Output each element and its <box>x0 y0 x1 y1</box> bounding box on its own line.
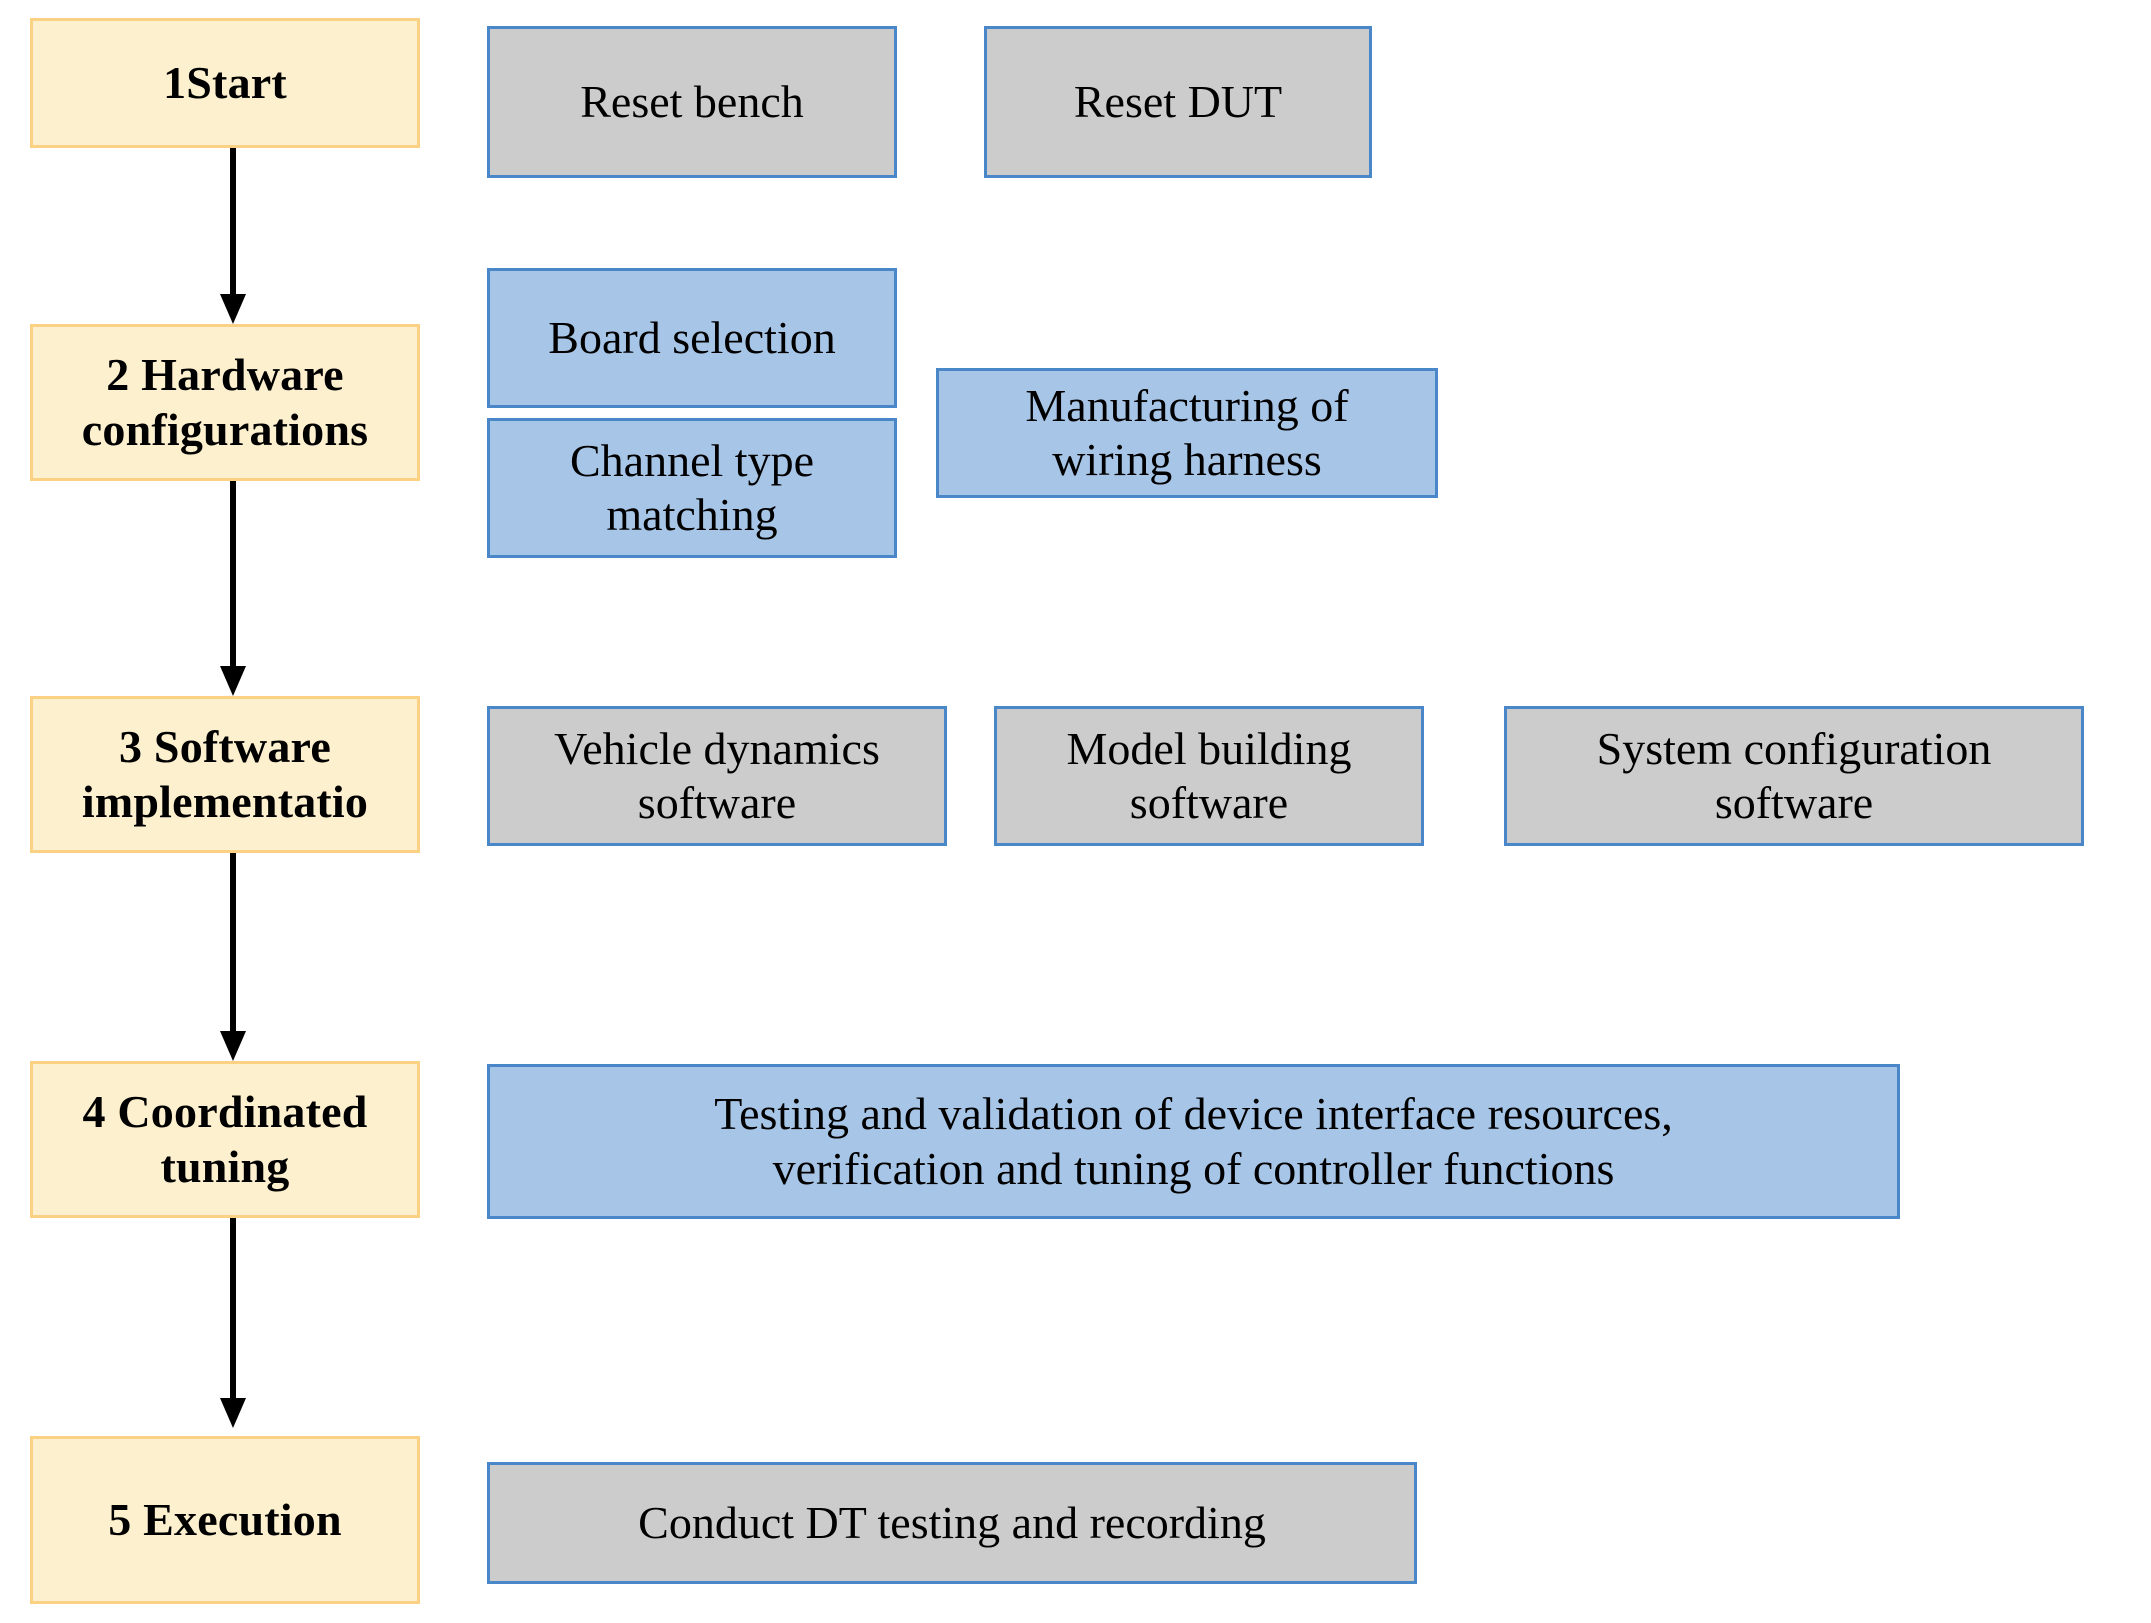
connector-arrow-3-to-4 <box>216 853 250 1061</box>
stage-node-5-execution[interactable]: 5 Execution <box>30 1436 420 1604</box>
connector-arrow-1-to-2 <box>216 148 250 324</box>
activity-node-model-building-software[interactable]: Model building software <box>994 706 1424 846</box>
activity-node-system-configuration-software-label: System configuration software <box>1596 722 1992 828</box>
activity-node-vehicle-dynamics-software[interactable]: Vehicle dynamics software <box>487 706 947 846</box>
activity-node-board-selection-label: Board selection <box>548 311 836 363</box>
stage-node-1-label: 1Start <box>163 56 287 108</box>
activity-node-board-selection[interactable]: Board selection <box>487 268 897 408</box>
connector-arrow-4-to-5 <box>216 1218 250 1428</box>
activity-node-reset-dut-label: Reset DUT <box>1073 75 1283 127</box>
activity-node-manufacturing-wiring-harness[interactable]: Manufacturing of wiring harness <box>936 368 1438 498</box>
activity-node-reset-bench[interactable]: Reset bench <box>487 26 897 178</box>
activity-node-reset-bench-label: Reset bench <box>580 75 804 127</box>
activity-node-system-configuration-software[interactable]: System configuration software <box>1504 706 2084 846</box>
activity-node-conduct-dt-testing-label: Conduct DT testing and recording <box>638 1496 1266 1548</box>
stage-node-2-label: 2 Hardware configurations <box>81 349 369 455</box>
activity-node-testing-validation-label: Testing and validation of device interfa… <box>714 1088 1673 1194</box>
activity-node-channel-type-matching[interactable]: Channel type matching <box>487 418 897 558</box>
activity-node-vehicle-dynamics-software-label: Vehicle dynamics software <box>554 722 880 828</box>
activity-node-conduct-dt-testing[interactable]: Conduct DT testing and recording <box>487 1462 1417 1584</box>
stage-node-4-coordinated-tuning[interactable]: 4 Coordinated tuning <box>30 1061 420 1218</box>
stage-node-1-start[interactable]: 1Start <box>30 18 420 148</box>
activity-node-channel-type-matching-label: Channel type matching <box>570 434 814 540</box>
activity-node-manufacturing-wiring-harness-label: Manufacturing of wiring harness <box>1025 379 1349 485</box>
stage-node-5-label: 5 Execution <box>108 1493 342 1545</box>
stage-node-3-software-implementation[interactable]: 3 Software implementatio <box>30 696 420 853</box>
activity-node-testing-validation[interactable]: Testing and validation of device interfa… <box>487 1064 1900 1219</box>
activity-node-reset-dut[interactable]: Reset DUT <box>984 26 1372 178</box>
stage-node-2-hardware-configurations[interactable]: 2 Hardware configurations <box>30 324 420 481</box>
stage-node-3-label: 3 Software implementatio <box>81 721 369 827</box>
activity-node-model-building-software-label: Model building software <box>1066 722 1352 828</box>
connector-arrow-2-to-3 <box>216 481 250 696</box>
stage-node-4-label: 4 Coordinated tuning <box>82 1086 368 1192</box>
